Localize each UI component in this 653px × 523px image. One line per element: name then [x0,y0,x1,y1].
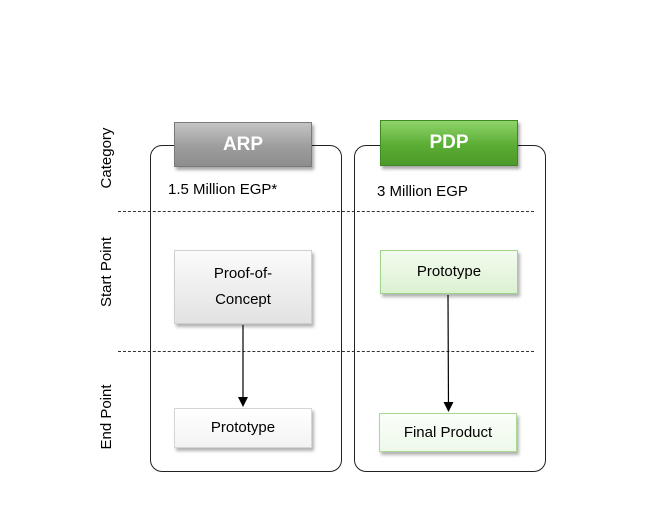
pdp-arrow [443,294,454,412]
arp-header: ARP [174,122,312,167]
pdp-header: PDP [380,120,518,166]
arp-budget: 1.5 Million EGP* [168,181,278,198]
pdp-end-node: Final Product [379,413,517,452]
arp-end-node: Prototype [174,408,312,448]
divider-start-end [118,351,534,352]
pdp-start-node: Prototype [380,250,518,294]
arp-start-node: Proof-of-Concept [174,250,312,324]
pdp-budget: 3 Million EGP [377,183,468,200]
divider-category-start [118,211,534,212]
